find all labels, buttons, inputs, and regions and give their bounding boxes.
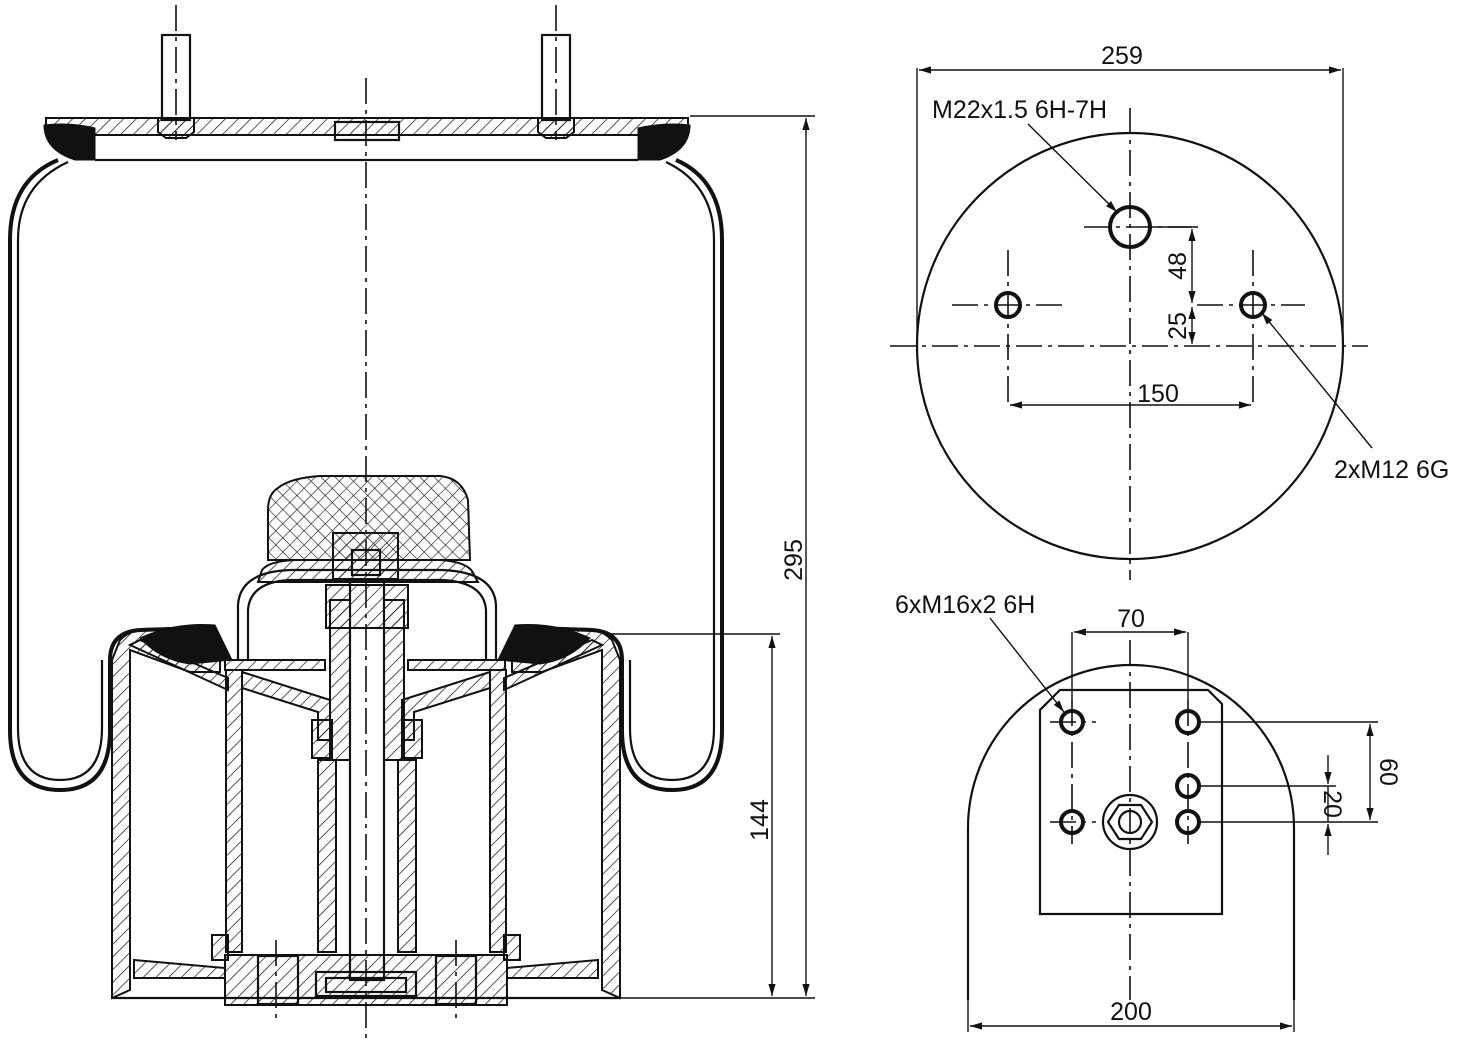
- mount-holes: [1050, 700, 1201, 844]
- mounting-plate: [1038, 688, 1224, 916]
- top-plate: [45, 117, 689, 136]
- piston-bottom-outline: [966, 663, 1296, 1000]
- dim-259: 259: [1101, 42, 1143, 70]
- mount-thread-label: 6xM16x2 6H: [895, 591, 1035, 619]
- center-nut: [1101, 793, 1159, 851]
- bellow: [8, 158, 201, 793]
- air-port-thread-label: M22x1.5 6H-7H: [932, 96, 1107, 124]
- stud-thread-label: 2xM12 6G: [1334, 456, 1449, 484]
- bottom-plan-view: 70 60 20 200 6xM16x2 6H: [895, 591, 1402, 1032]
- bead-left: [43, 123, 96, 161]
- bump-stop: [267, 475, 472, 561]
- top-plan-view: 259 48 25 150 M22x1.5 6H-7H 2xM12 6G: [890, 42, 1449, 580]
- center-bolt: [348, 578, 386, 982]
- dim-60: 60: [1374, 758, 1402, 786]
- dim-200: 200: [1110, 998, 1152, 1026]
- piston-wall-left: [111, 627, 221, 1000]
- stud-left: [157, 5, 195, 140]
- bead-right: [637, 123, 691, 161]
- inner-column-right: [489, 669, 507, 953]
- dim-70: 70: [1117, 605, 1145, 633]
- inner-column-left: [225, 669, 243, 953]
- dim-295: 295: [780, 539, 808, 581]
- dim-48: 48: [1164, 252, 1192, 280]
- piston-wall-right: [511, 627, 621, 1000]
- dim-144: 144: [746, 799, 774, 841]
- dim-25: 25: [1164, 312, 1192, 340]
- dim-150: 150: [1137, 380, 1179, 408]
- dim-20: 20: [1318, 790, 1346, 818]
- air-port: [333, 120, 401, 142]
- side-section-view: 295 144: [8, 5, 815, 1040]
- stud-right: [537, 5, 575, 140]
